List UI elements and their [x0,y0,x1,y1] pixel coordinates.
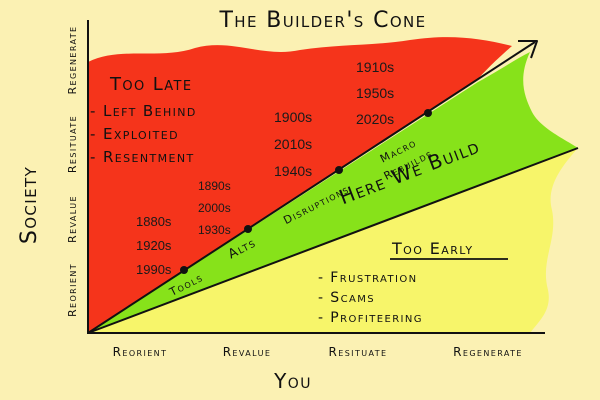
year-label: 1880s [136,214,172,229]
x-tick-revalue: Revalue [223,345,272,359]
year-label: 1910s [356,59,394,75]
build-zone-region [88,52,578,333]
too-late-item: - Resentment [90,148,195,166]
too-early-item: - Profiteering [318,310,423,326]
x-tick-resituate: Resituate [329,345,388,359]
upper-boundary-arrow-line [87,41,536,334]
year-label: 1920s [136,238,172,253]
year-label: 1940s [274,163,312,179]
too-late-group: Too Late - Left Behind - Exploited - Res… [90,74,197,166]
tools-years: 1880s 1920s 1990s [136,214,172,277]
too-late-heading: Too Late [109,74,192,95]
y-tick-revalue: Revalue [66,195,79,243]
year-label: 2020s [356,111,394,127]
too-late-item: - Left Behind [90,102,197,120]
too-early-heading: Too Early [391,239,473,258]
disruptions-years: 1900s 2010s 1940s [274,109,312,179]
macro-years: 1910s 1950s 2020s [356,59,394,127]
y-tick-resituate: Resituate [66,115,79,173]
year-label: 1950s [356,85,394,101]
x-axis-label: You [273,369,312,393]
y-tick-reorient: Reorient [66,263,79,317]
too-early-item: - Frustration [318,270,418,286]
x-tick-regenerate: Regenerate [453,345,523,359]
year-label: 1900s [274,109,312,125]
year-label: 1890s [198,179,231,193]
year-label: 2010s [274,136,312,152]
year-label: 1930s [198,223,231,237]
too-early-group: Too Early - Frustration - Scams - Profit… [318,239,508,326]
lower-boundary-line [87,147,579,334]
year-label: 2000s [198,201,231,215]
stage-marker-disruptions [335,166,343,174]
diagram-title: The Builder's Cone [218,8,426,33]
too-late-item: - Exploited [90,125,179,143]
too-late-region [88,37,512,333]
year-label: 1990s [136,262,172,277]
stage-marker-macro-rebuilds [424,109,432,117]
stage-marker-alts [244,225,252,233]
stage-marker-tools [180,266,188,274]
alts-years: 1890s 2000s 1930s [198,179,231,237]
y-axis-label: Society [17,166,42,244]
too-early-item: - Scams [318,290,375,306]
y-tick-regenerate: Regenerate [66,25,79,94]
arrow-head-icon [518,40,538,59]
x-tick-reorient: Reorient [113,345,168,359]
